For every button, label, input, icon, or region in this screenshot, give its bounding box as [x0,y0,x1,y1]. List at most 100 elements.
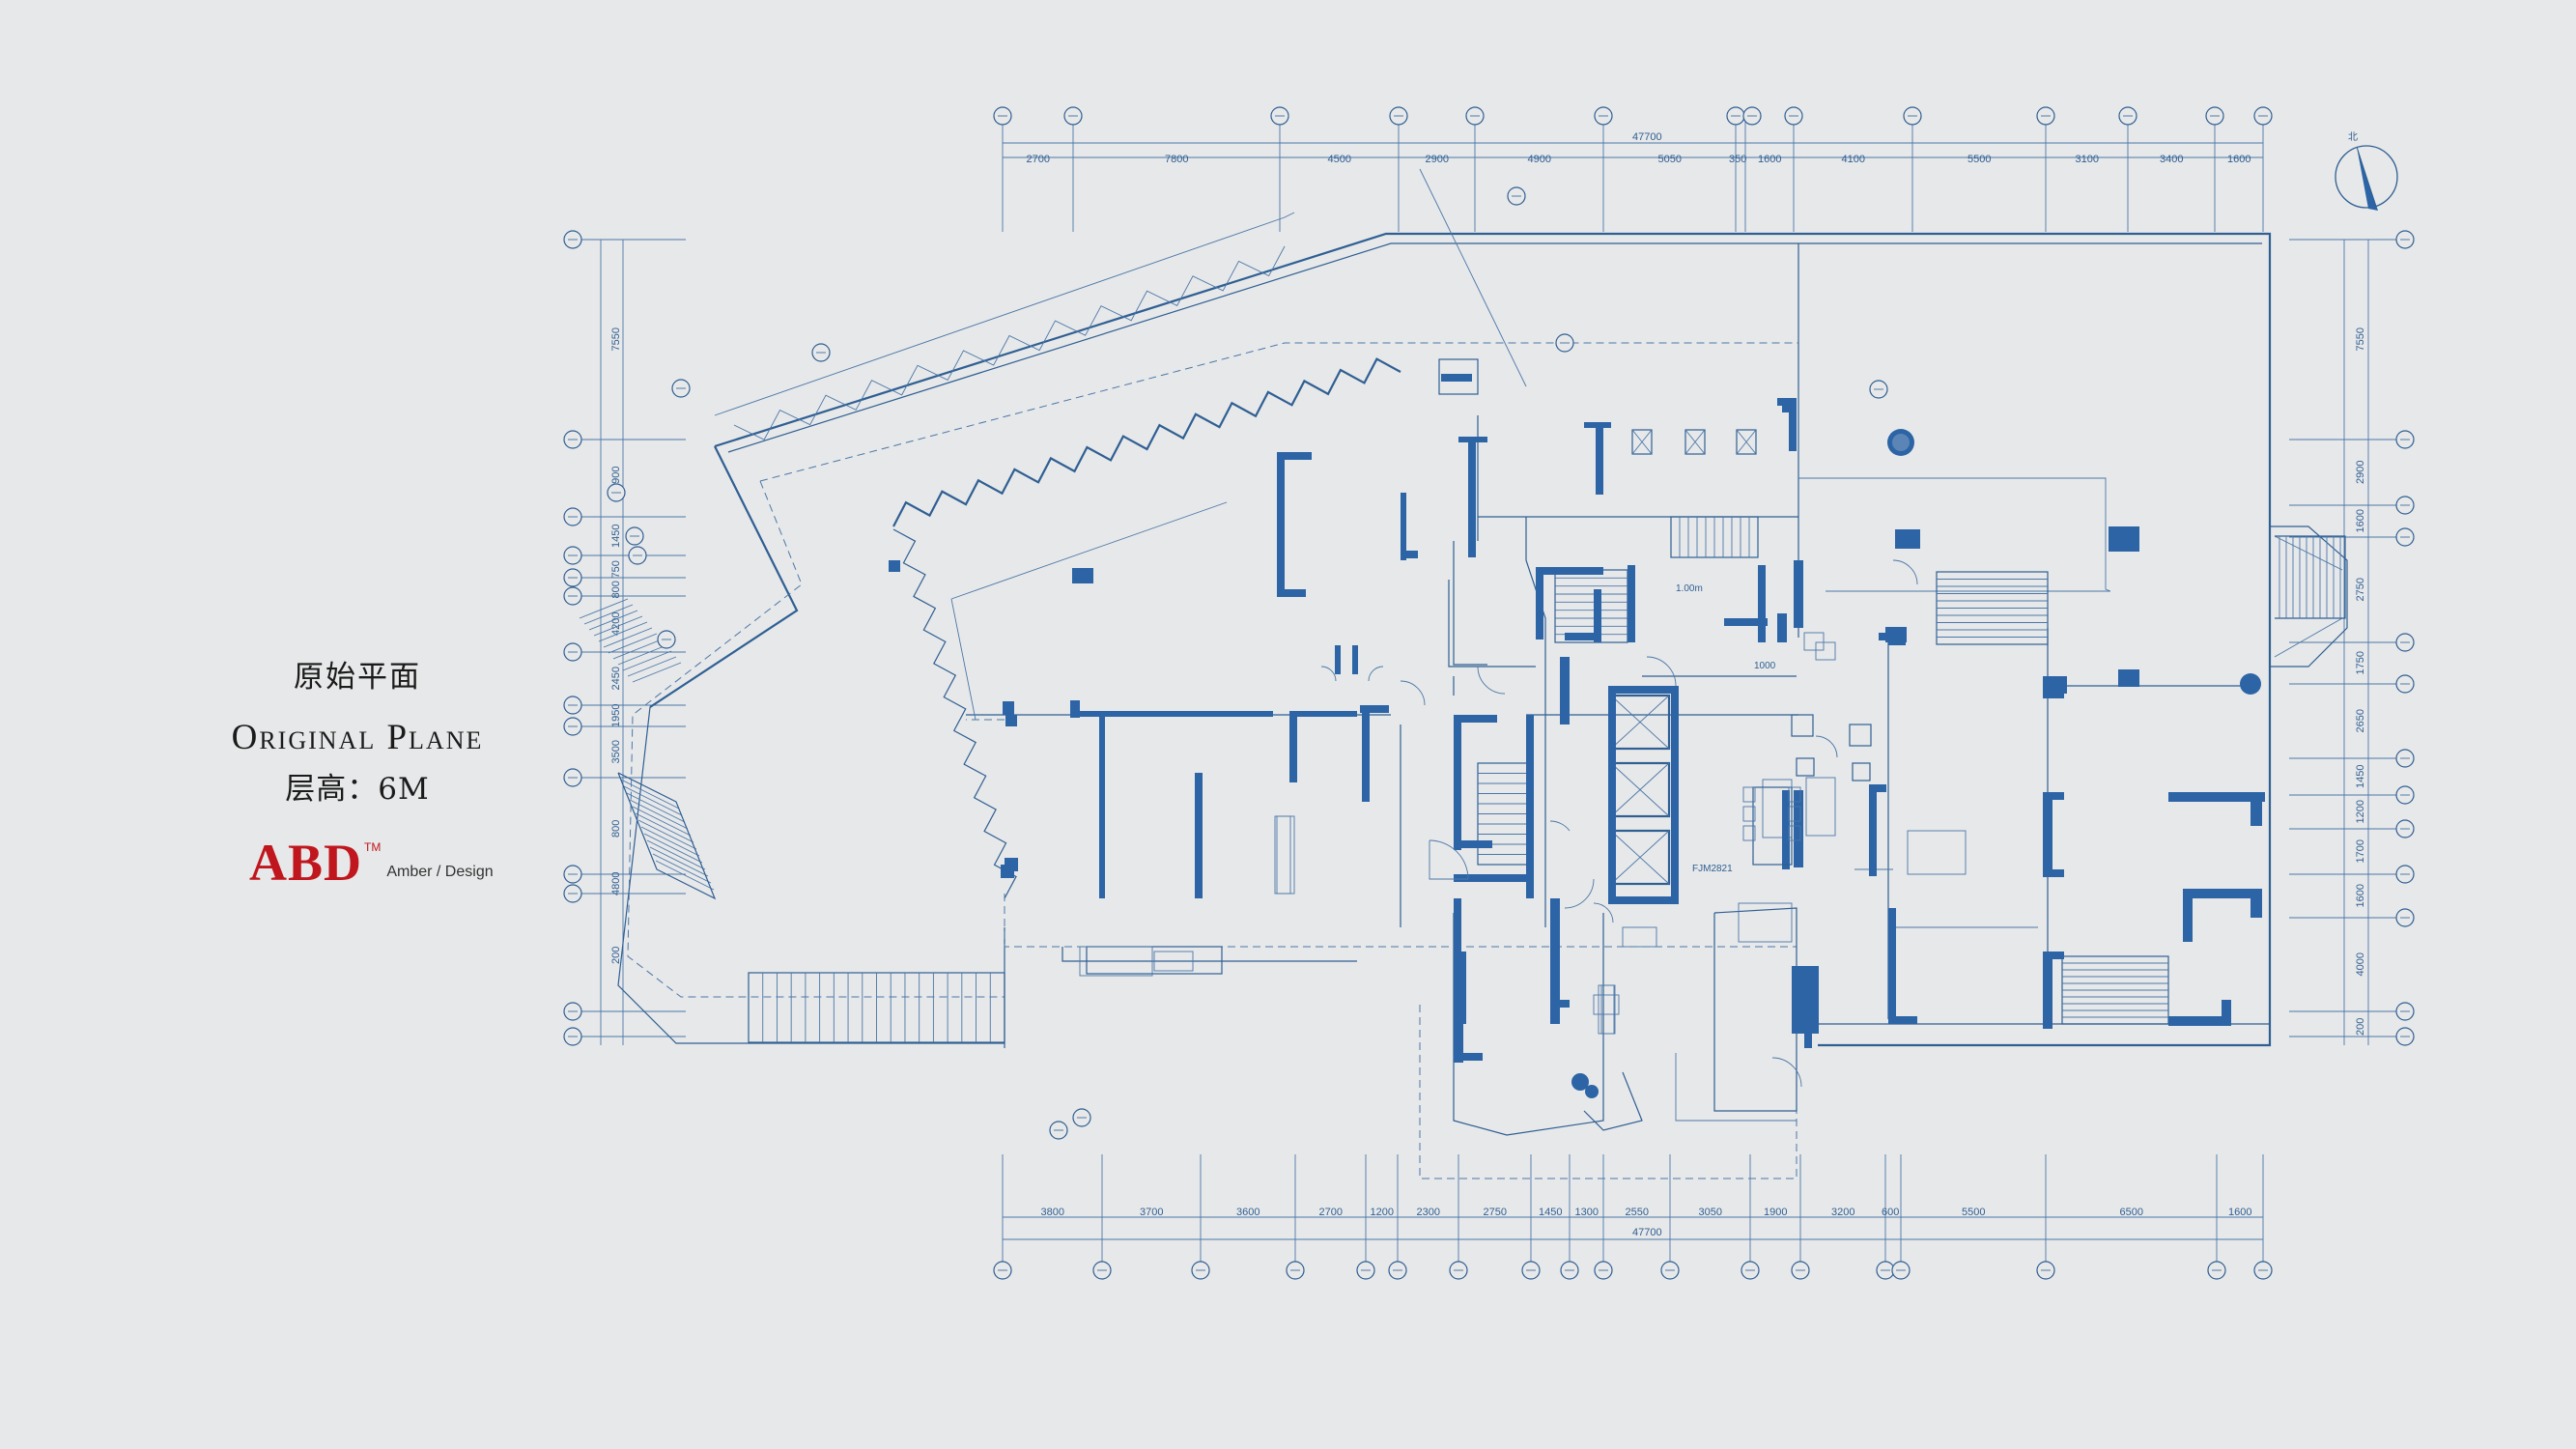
bottom-dimension: 3200 [1831,1207,1854,1218]
bottom-axis-bubble [1286,1261,1305,1280]
wall-segment [2222,1000,2231,1024]
bottom-dimension: 1450 [1539,1207,1562,1218]
wall-segment [2183,889,2260,898]
wall-segment [2043,792,2052,874]
top-dimension: 2900 [1426,154,1449,165]
bottom-dimension: 6500 [2120,1207,2143,1218]
right-dimension: 1200 [2355,800,2366,823]
bottom-axis-bubble [2207,1261,2226,1280]
logo-subtitle: Amber / Design [386,864,494,880]
elevators [1609,429,1757,886]
left-axis-bubble [563,568,582,587]
wall-segment [1869,784,1877,876]
misc-axis-bubble [625,526,644,546]
bottom-dimension: 600 [1882,1207,1899,1218]
top-total-dimension: 47700 [1632,131,1662,143]
bottom-axis-bubble [1449,1261,1468,1280]
right-dimension: 1600 [2355,884,2366,907]
left-axis-bubble [563,430,582,449]
bottom-dimension: 1900 [1764,1207,1787,1218]
right-dimension: 2650 [2355,709,2366,732]
wall-segment [1789,398,1797,451]
north-arrow-icon: 北 [2335,131,2398,211]
wall-segment [1550,898,1560,1024]
right-dimension: 1700 [2355,839,2366,863]
wall-segment [2250,889,2262,918]
wall-segment [1289,711,1357,717]
misc-axis-bubble [1869,380,1888,399]
right-dimension: 1750 [2355,651,2366,674]
right-axis-bubble [2395,1027,2415,1046]
wall-segment [1454,995,1463,1063]
right-dimension: 1450 [2355,765,2366,788]
top-axis-bubble [1270,106,1289,126]
wall-segment [2168,1016,2231,1026]
bottom-dimension: 2700 [1319,1207,1343,1218]
bottom-dimension: 1200 [1371,1207,1394,1218]
top-axis-bubble [1389,106,1408,126]
misc-axis-bubble [657,630,676,649]
misc-axis-bubbles [607,186,1888,1140]
bottom-dimension: 3800 [1041,1207,1064,1218]
room-level-label: 1.00m [1676,583,1703,594]
logo-tm: TM [364,840,382,854]
bottom-axis-bubble [1191,1261,1210,1280]
bottom-dimension: 3700 [1140,1207,1163,1218]
top-axis-bubble [1594,106,1613,126]
left-dimension: 2900 [610,467,622,490]
left-axis-bubble [563,1002,582,1021]
wall-segment [1454,1053,1483,1061]
bottom-dimension: 1600 [2228,1207,2251,1218]
right-axis-bubbles [2395,230,2415,1046]
column [1072,568,1093,583]
wall-segment [1458,952,1466,1024]
top-axis-bubble [2118,106,2137,126]
bottom-axis-bubble [2036,1261,2055,1280]
left-axis-bubble [563,884,582,903]
bottom-total-dimension: 47700 [1632,1227,1662,1238]
right-dimension: 1600 [2355,509,2366,532]
right-axis-bubble [2395,1002,2415,1021]
left-dimension: 7550 [610,327,622,351]
door-code-label: FJM2821 [1692,864,1733,874]
bottom-axis-bubble [1791,1261,1810,1280]
wall-segment [1454,898,1461,1014]
right-axis-bubble [2395,865,2415,884]
misc-axis-bubble [1555,333,1574,353]
bottom-axis-bubble [1876,1261,1895,1280]
wall-segment [1454,715,1497,723]
top-axis-bubble [1742,106,1762,126]
site-outline [617,168,2348,1048]
bottom-axis-bubble [1594,1261,1613,1280]
wall-segment [1782,398,1797,412]
wall-segment [1596,422,1603,495]
top-axis-bubble [2205,106,2224,126]
column [1076,580,1080,583]
left-axis-bubble [563,717,582,736]
column [2118,669,2139,687]
wall-segment [1777,613,1787,642]
walls [889,374,2265,1063]
left-dimension: 800 [610,581,622,598]
misc-axis-bubble [607,483,626,502]
wall-segment [1360,705,1389,713]
svg-text:北: 北 [2348,131,2358,143]
left-axis-bubble [563,696,582,715]
wall-segment [1401,551,1418,558]
right-dimension: 2750 [2355,578,2366,601]
wall-segment [1441,374,1472,382]
wall-segment [2168,792,2265,802]
furniture [1276,429,2261,1098]
wall-segment [1794,560,1803,628]
left-dimension: 1950 [610,704,622,727]
right-axis-bubble [2395,527,2415,547]
sawtooth-facade [714,212,1401,899]
bottom-axis-bubble [1660,1261,1680,1280]
right-axis-bubble [2395,674,2415,694]
column [1001,865,1014,878]
wall-segment [1458,437,1487,442]
left-dimension: 800 [610,820,622,838]
top-axis-bubble [1726,106,1745,126]
